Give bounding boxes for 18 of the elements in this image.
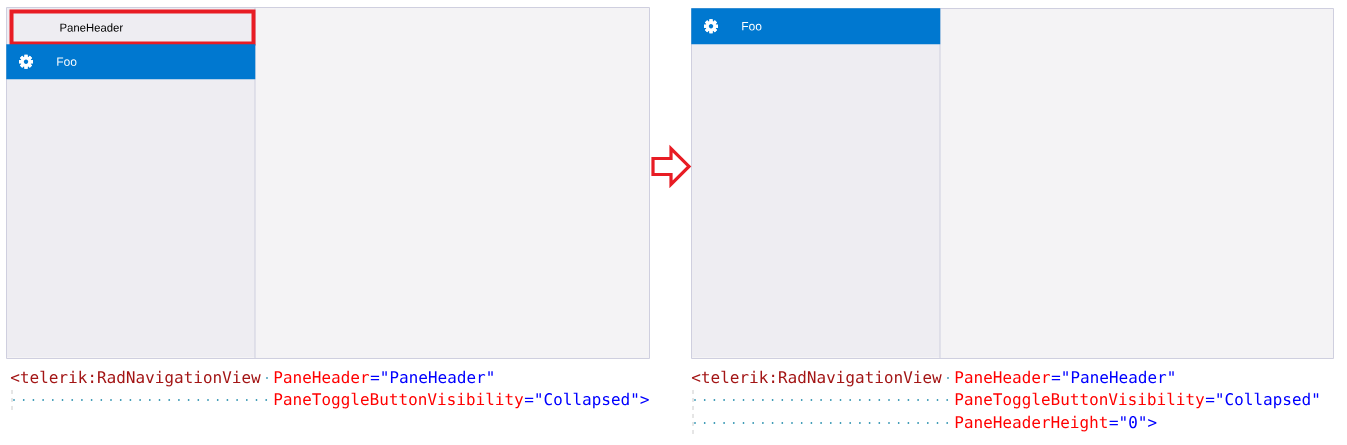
window-frame bbox=[691, 7, 1334, 359]
pane-header: PaneHeader bbox=[9, 9, 256, 46]
code-text: PaneToggleButtonVisibility bbox=[955, 392, 1205, 409]
window-frame bbox=[6, 6, 650, 359]
code-text: <telerik:RadNavigationView bbox=[10, 370, 261, 387]
code-text: PaneHeader bbox=[274, 370, 369, 384]
code-text: ="Collapsed" bbox=[1205, 392, 1319, 409]
code-text: PaneHeader bbox=[955, 370, 1050, 384]
code-text: PaneHeaderHeight bbox=[955, 415, 1107, 432]
block-arrow bbox=[651, 144, 692, 189]
code-text: ="PaneHeader" bbox=[370, 370, 493, 384]
code-text: PaneToggleButtonVisibility bbox=[274, 392, 524, 409]
nav-item: Foo bbox=[691, 8, 941, 45]
nav-item: Foo bbox=[6, 44, 256, 80]
code-text: ="0"> bbox=[1109, 416, 1157, 429]
code-text: ="PaneHeader" bbox=[1051, 370, 1174, 384]
code-text: <telerik:RadNavigationView bbox=[691, 370, 942, 387]
code-text: ="Collapsed"> bbox=[524, 392, 649, 409]
